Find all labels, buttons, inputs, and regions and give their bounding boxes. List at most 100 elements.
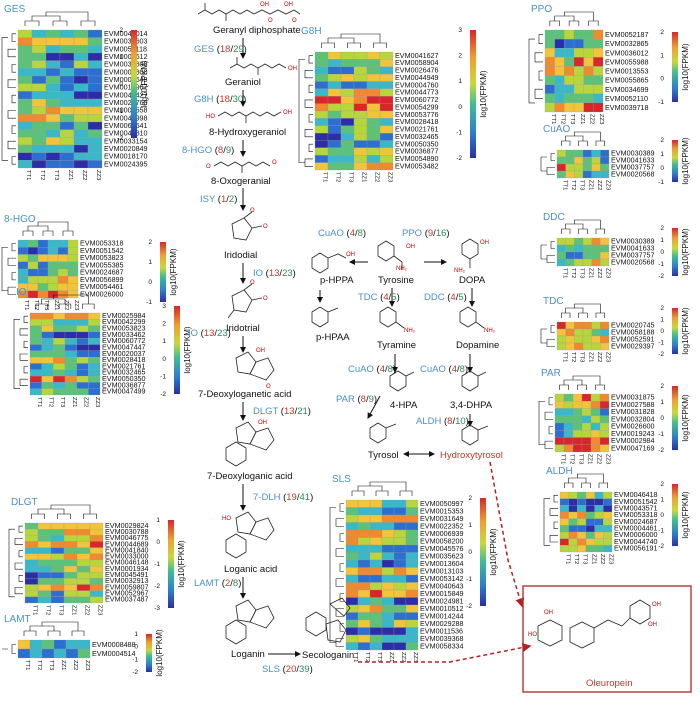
heatmap-cell [563,408,574,416]
heatmap-cell [345,507,359,516]
scale-tick-label: -2 [456,155,462,162]
heatmap-cell [582,335,592,344]
heatmap-par: PAREVM0031875EVM0027588EVM0031828EVM0032… [538,368,690,464]
heatmap-cell [89,522,104,530]
heatmap-cell [585,518,595,526]
scale-tick-label: 0 [660,328,664,335]
heatmap-cell [29,338,42,345]
heatmap-cell [366,162,381,171]
tyrosine-label: Tyrosine [378,275,414,286]
column-dendrogram [357,485,383,491]
heatmap-cell [89,565,104,573]
column-label: TT1 [32,605,38,615]
gene-label: EVM0010512 [420,604,464,613]
heatmap-cell [583,93,594,104]
row-dendrogram [546,255,555,263]
heatmap-cell [327,74,342,82]
heatmap-cell [600,251,610,260]
heatmap-cell [573,75,584,85]
heatmap-cell [582,149,592,158]
column-label: TT2 [570,180,576,190]
column-label: ZZ2 [72,660,78,670]
row-dendrogram [11,644,16,654]
heatmap-cell [554,422,565,431]
heatmap-cell [583,102,594,113]
gene-label: EVM0013553 [605,67,649,76]
heatmap-cell [340,110,355,119]
column-label: ZZ3 [387,172,393,182]
heatmap-cell [556,237,566,246]
column-dendrogram [37,508,65,514]
gene-label: EVM0046148 [105,558,149,567]
heatmap-cell [357,559,371,568]
heatmap-cell [314,51,329,60]
secologanin-structure [305,597,351,643]
gene-label: EVM0024981 [420,596,464,605]
heatmap-cell [73,144,89,153]
column-label: ZZ1 [53,300,59,310]
heatmap-cell [590,422,601,431]
heatmap-cell [63,541,78,548]
scale-tick-label: -1 [154,561,160,568]
row-dendrogram [308,143,313,152]
heatmap-cell [76,375,89,383]
scale-tick-label: 1 [162,338,166,345]
heatmap-panels: GESEVM0048014EVM0034603EVM0052118EVM0001… [1,4,690,677]
heatmap-cell [405,582,419,591]
heatmap-cell [357,544,371,553]
scale-tick-label: 0 [660,249,664,256]
heatmap-cell [73,75,89,84]
column-label: TT3 [569,114,575,124]
row-dendrogram [528,38,535,104]
gene-label: EVM0044740 [614,537,658,546]
column-label: TT1 [564,554,570,564]
heatmap-cell [594,511,604,519]
gene-label: EVM0024687 [614,517,658,526]
heatmap-cell [31,45,47,54]
heatmap-cell [393,642,407,651]
heatmap-cell [600,156,610,165]
heatmap-cell [29,388,42,396]
heatmap-title: DDC [543,212,565,223]
heatmap-cell [327,88,342,97]
heatmap-cell [600,321,610,330]
heatmap-cell [17,106,33,115]
gene-label: EVM0045576 [420,544,464,553]
heatmap-cell [583,66,594,76]
scale-tick-label: -3 [154,605,160,612]
column-dendrogram [578,140,588,146]
gene-label: EVM0045491 [105,570,149,579]
gene-label: EVM0047447 [102,342,146,351]
heatmap-cell [554,401,565,409]
gene-label: EVM0052118 [104,44,147,53]
heatmap-cell [600,149,610,158]
heatmap-cell [573,48,584,58]
row-dendrogram [7,286,16,295]
heatmap-cell [381,552,395,561]
column-label: TT2 [45,605,51,615]
heatmap-cell [340,59,355,67]
scale-tick-label: 0 [148,279,152,286]
gene-label: EVM0006939 [420,529,464,538]
scale-axis-label: log10(FPKM) [479,70,488,117]
tyramine-structure: NH₂ [379,306,416,334]
row-dendrogram [540,244,547,260]
heatmap-cell [366,81,381,89]
heatmap-cell [31,137,47,146]
heatmap-cell [63,596,78,604]
heatmap-cell [73,106,89,115]
heatmap-cell [50,565,65,573]
column-label: ZZ3 [598,114,604,124]
scale-tick-label: 2 [660,305,664,312]
heatmap-cell [17,160,33,169]
scale-tick-label: 0 [156,539,160,546]
hydroxytyrosol-to-oleuropein-arrow [489,461,525,608]
scale-tick-label: -2 [466,603,472,610]
heatmap-cell [59,121,75,130]
heatmap-cell [581,415,592,424]
heatmap-cell [41,363,54,370]
heatmap-cell [17,239,29,248]
gene-label: EVM0058200 [420,536,464,545]
heatmap-cell [568,498,578,506]
heatmap-cell [88,369,101,377]
